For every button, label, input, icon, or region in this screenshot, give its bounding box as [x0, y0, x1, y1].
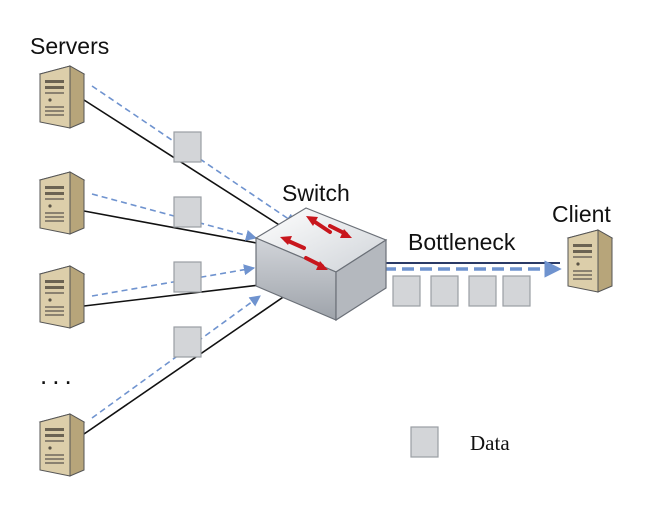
client-tower-icon	[567, 229, 613, 293]
switch-label: Switch	[282, 180, 350, 206]
data-packet-icon	[173, 326, 202, 358]
legend-data-label: Data	[470, 431, 510, 455]
flow-server-3	[91, 264, 256, 297]
queued-packet-icon	[430, 275, 459, 307]
queued-packet-icon	[502, 275, 531, 307]
ellipsis-label: ...	[40, 360, 77, 390]
link-server-2	[83, 210, 263, 245]
data-packet-icon	[173, 261, 202, 293]
server-tower-icon	[39, 265, 85, 329]
server-tower-icon	[39, 171, 85, 235]
link-server-1	[83, 99, 285, 229]
server-tower-icon	[39, 65, 85, 129]
data-packet-icon	[173, 131, 202, 163]
link-server-3	[83, 284, 261, 307]
legend-data-icon	[410, 426, 439, 458]
servers-label: Servers	[30, 33, 109, 59]
client-label: Client	[552, 201, 611, 227]
bottleneck-label: Bottleneck	[408, 229, 516, 255]
server-tower-icon	[39, 413, 85, 477]
queued-packet-icon	[392, 275, 421, 307]
network-switch-icon	[254, 207, 388, 322]
queued-packet-icon	[468, 275, 497, 307]
link-server-4	[83, 290, 293, 435]
data-packet-icon	[173, 196, 202, 228]
